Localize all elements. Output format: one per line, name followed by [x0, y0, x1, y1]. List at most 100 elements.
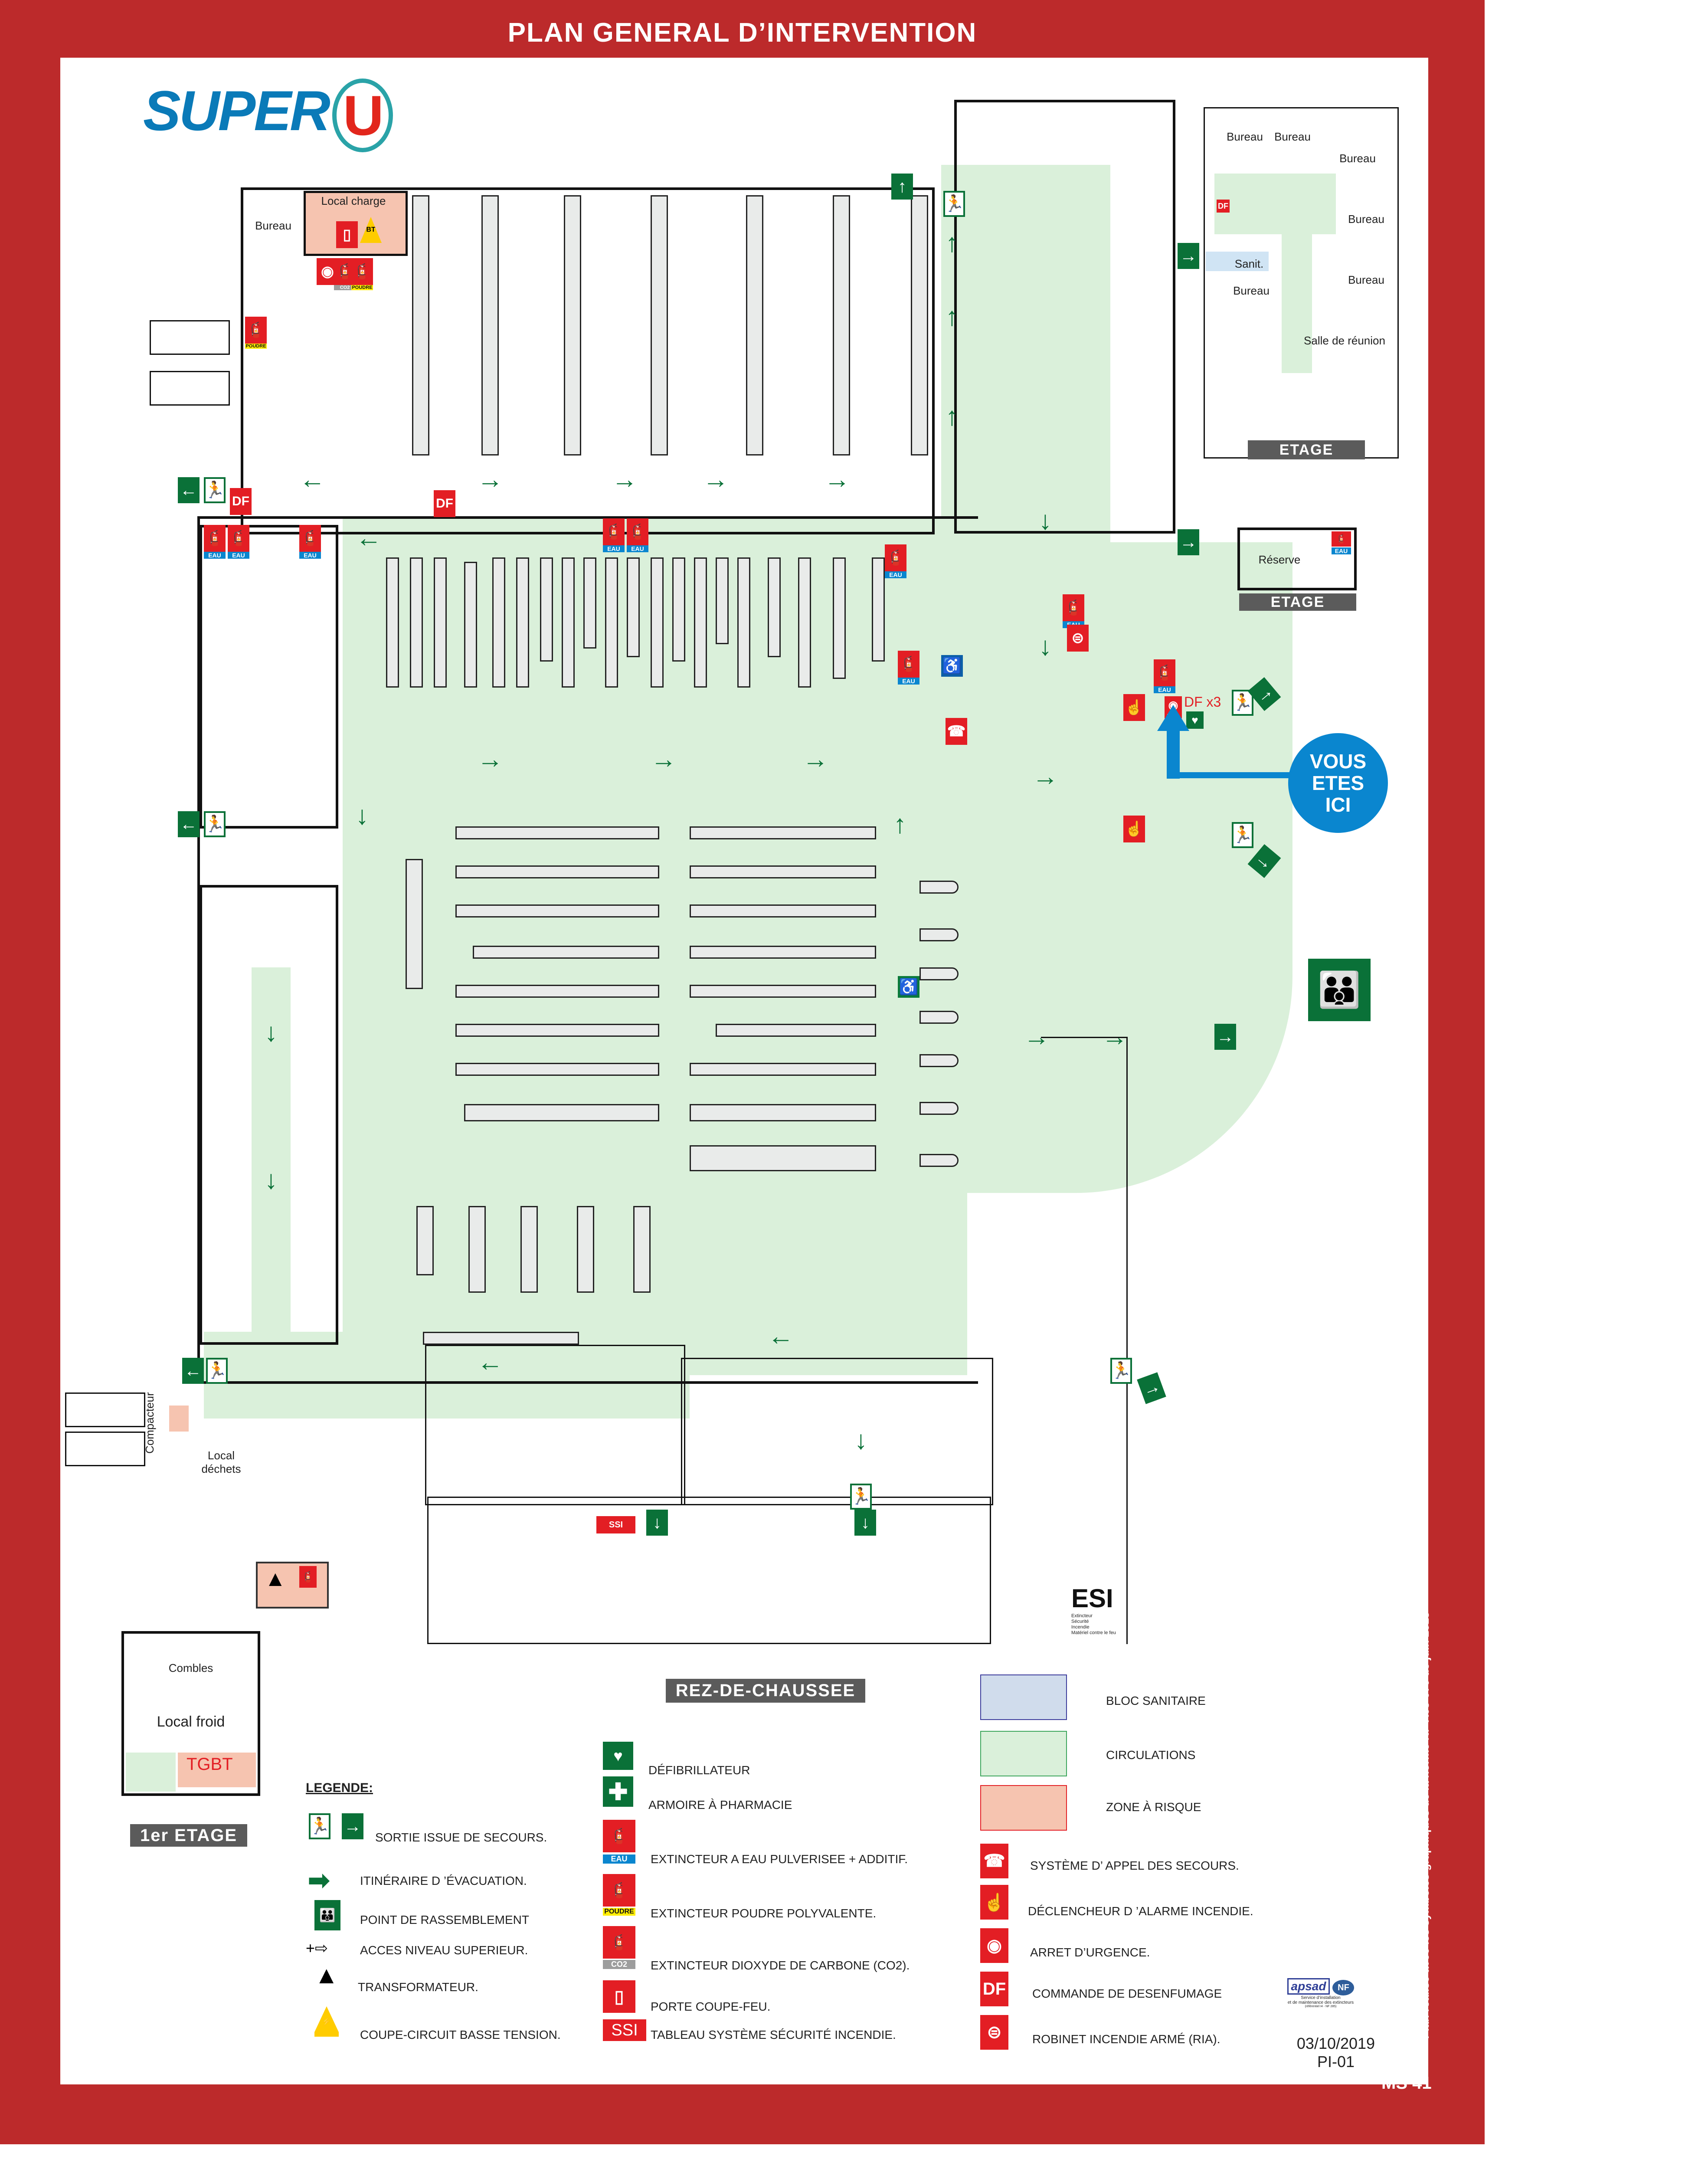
- emergency-exit-icon: 🏃: [850, 1484, 872, 1510]
- emergency-exit-icon: 🏃: [1232, 690, 1253, 716]
- legend-label: ACCES NIVEAU SUPERIEUR.: [360, 1943, 528, 1957]
- compactor-zone: [169, 1406, 189, 1432]
- evacuation-arrow-icon: ➡: [308, 1866, 330, 1895]
- checkout-lane: [919, 1054, 959, 1067]
- evacuation-arrow-icon: →: [802, 744, 828, 773]
- shelf: [672, 557, 685, 662]
- bureau-label: Bureau: [1227, 130, 1263, 143]
- extinguisher-powder-icon: 🧯: [603, 1874, 635, 1907]
- extinguisher-icon: 🧯: [603, 518, 625, 545]
- first-aid-icon: ✚: [603, 1776, 633, 1807]
- exit-direction-sign: →: [1214, 1024, 1236, 1050]
- shelf: [577, 1206, 594, 1293]
- evacuation-arrow-icon: →: [1024, 1022, 1050, 1051]
- evacuation-arrow-icon: ←: [356, 523, 382, 552]
- legend-label: COMMANDE DE DESENFUMAGE: [1032, 1987, 1222, 2000]
- emergency-exit-icon: 🏃: [204, 477, 226, 503]
- legend-label: BLOC SANITAIRE: [1106, 1694, 1206, 1707]
- legend-title: LEGENDE:: [306, 1781, 373, 1795]
- esi-line2: Sécurité: [1071, 1619, 1089, 1624]
- shelf: [416, 1206, 434, 1275]
- delivery-yard: [427, 1497, 991, 1644]
- bureau-label: Bureau: [255, 219, 291, 232]
- shelf: [516, 557, 529, 688]
- legend-label: TABLEAU SYSTÈME SÉCURITÉ INCENDIE.: [651, 2028, 896, 2041]
- shelf: [464, 562, 477, 688]
- legend-label: POINT DE RASSEMBLEMENT: [360, 1913, 530, 1927]
- plan-date-block: 03/10/2019 PI-01: [1284, 2035, 1388, 2071]
- extinguisher-icon: 🧯: [1332, 531, 1351, 547]
- esi-line3: Incendie: [1071, 1625, 1090, 1630]
- shelf: [410, 557, 423, 688]
- rack: [651, 195, 668, 455]
- evacuation-arrow-icon: ←: [768, 1321, 794, 1350]
- swatch-circulation: [980, 1731, 1067, 1776]
- extinguisher-icon: 🧯: [351, 258, 373, 285]
- you-are-here-line3: ICI: [1325, 793, 1351, 816]
- extinguisher-icon: 🧯: [299, 1566, 317, 1588]
- footer-company: Extincteur sécurité incendie: [195, 2064, 311, 2074]
- shelf: [690, 826, 876, 839]
- esi-tagline: Matériel contre le feu: [1071, 1630, 1116, 1635]
- defibrillator-icon: ♥: [603, 1742, 633, 1770]
- footer: Extincteur sécurité incendie Siège Socia…: [195, 2064, 1196, 2074]
- evacuation-arrow-icon: →: [1032, 762, 1058, 791]
- shelf: [798, 557, 811, 688]
- assembly-point-icon: 👪: [314, 1900, 340, 1930]
- evacuation-arrow-icon: →: [477, 465, 503, 494]
- extinguisher-co2-icon: 🧯: [603, 1926, 635, 1959]
- brand-mark: U: [332, 78, 393, 152]
- shelf: [406, 859, 423, 989]
- exit-direction-sign: ↓: [854, 1510, 876, 1536]
- evacuation-arrow-icon: →: [824, 465, 850, 494]
- fire-hose-icon: ⊜: [1067, 625, 1089, 652]
- shelf: [690, 985, 876, 998]
- ssi-icon: SSI: [603, 2019, 646, 2041]
- bt-label: BT: [366, 226, 376, 233]
- circulation-zone-offices: [941, 165, 1110, 555]
- poudre-tag: POUDRE: [603, 1908, 635, 1916]
- shelf: [690, 865, 876, 878]
- legend-label: SYSTÈME D’ APPEL DES SECOURS.: [1030, 1859, 1239, 1872]
- backroom-wall: [200, 885, 338, 1345]
- fire-alarm-call-point-icon: ☝: [1123, 816, 1145, 842]
- cert-line3: (référentiel I4 - NF 285): [1305, 2005, 1337, 2008]
- shelf: [455, 1063, 659, 1076]
- legend-label: COUPE-CIRCUIT BASSE TENSION.: [360, 2028, 561, 2041]
- legend-label: CIRCULATIONS: [1106, 1748, 1196, 1762]
- tgbt-room: [178, 1753, 256, 1787]
- first-floor-label: 1er ETAGE: [130, 1824, 247, 1847]
- df-label: DF: [232, 494, 249, 508]
- footer-address: Siège Social: 50 rue Chanzy - 28000 CHAR…: [339, 2064, 531, 2074]
- emergency-phone-icon: ☎: [980, 1844, 1008, 1878]
- legend-label: DÉFIBRILLATEUR: [648, 1763, 750, 1777]
- evacuation-arrow-icon: →: [1102, 1022, 1128, 1051]
- shelf: [473, 946, 659, 959]
- shelf: [455, 826, 659, 839]
- evacuation-arrow-icon: ←: [299, 465, 325, 494]
- evacuation-arrow-icon: ↑: [946, 302, 959, 331]
- esi-logo: ESI Extincteur Sécurité Incendie Matérie…: [1071, 1583, 1132, 1636]
- legend-label: ARRET D’URGENCE.: [1030, 1946, 1150, 1959]
- df-label: DF: [436, 496, 453, 511]
- storage-wall: [241, 187, 935, 534]
- legend-label: SORTIE ISSUE DE SECOURS.: [375, 1831, 547, 1844]
- shelf: [872, 557, 885, 662]
- local-froid-label: Local froid: [157, 1714, 225, 1730]
- legend-label: DÉCLENCHEUR D ’ALARME INCENDIE.: [1028, 1904, 1253, 1918]
- tgbt-label: TGBT: [187, 1755, 233, 1774]
- gallery-wall: [1041, 1037, 1128, 1644]
- evacuation-arrow-icon: ↓: [356, 801, 369, 830]
- df-label: DF: [982, 1979, 1006, 1999]
- local-dechets-label: Local déchets: [201, 1449, 241, 1475]
- smoke-control-icon: DF: [980, 1972, 1008, 2006]
- shelf: [651, 557, 664, 688]
- evacuation-arrow-icon: ↑: [893, 809, 906, 839]
- local-charge-label: Local charge: [321, 194, 386, 207]
- fire-door-icon: ▯: [603, 1980, 635, 2013]
- parking-box: [150, 371, 230, 406]
- upper-circulation-corridor: [1282, 217, 1312, 373]
- you-are-here-line2: ETES: [1312, 772, 1364, 794]
- evacuation-arrow-icon: →: [703, 465, 729, 494]
- parking-box: [150, 320, 230, 355]
